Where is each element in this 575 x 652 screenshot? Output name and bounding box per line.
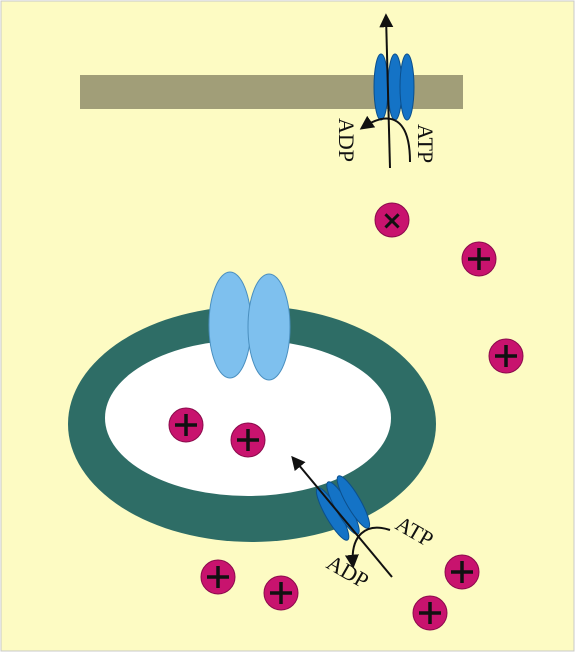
cation-outside-3 bbox=[200, 559, 236, 595]
vesicle-lumen bbox=[105, 340, 391, 496]
cation-outside-4 bbox=[263, 575, 299, 611]
cation-outside-2 bbox=[488, 338, 524, 374]
cation-inside-2 bbox=[230, 422, 266, 458]
top-adp-label: ADP bbox=[334, 118, 359, 162]
cation-icon bbox=[495, 345, 517, 367]
top-atp-label: ATP bbox=[413, 124, 438, 163]
bottom-atp-pump bbox=[315, 475, 371, 541]
vesicle-ion-channel bbox=[208, 271, 291, 381]
cation-outside-6 bbox=[412, 595, 448, 631]
cation-inside-1 bbox=[168, 407, 204, 443]
cation-icon bbox=[468, 248, 490, 270]
cation-outside-5 bbox=[444, 554, 480, 590]
top-atp-pump bbox=[373, 53, 415, 121]
bottom-atp-to-adp-arrow bbox=[344, 526, 391, 569]
top-atp-to-adp-arrow bbox=[359, 115, 411, 163]
cation-icon bbox=[207, 566, 229, 588]
cation-icon bbox=[175, 414, 197, 436]
cation-icon bbox=[237, 429, 259, 451]
top-ion-transport-arrow bbox=[379, 13, 394, 169]
x-ion: × bbox=[374, 202, 410, 238]
cation-icon bbox=[451, 561, 473, 583]
cation-icon bbox=[270, 582, 292, 604]
cation-outside-1 bbox=[461, 241, 497, 277]
bottom-ion-transport-arrow bbox=[291, 455, 393, 578]
x-ion-symbol: × bbox=[381, 206, 403, 236]
cation-icon bbox=[419, 602, 441, 624]
